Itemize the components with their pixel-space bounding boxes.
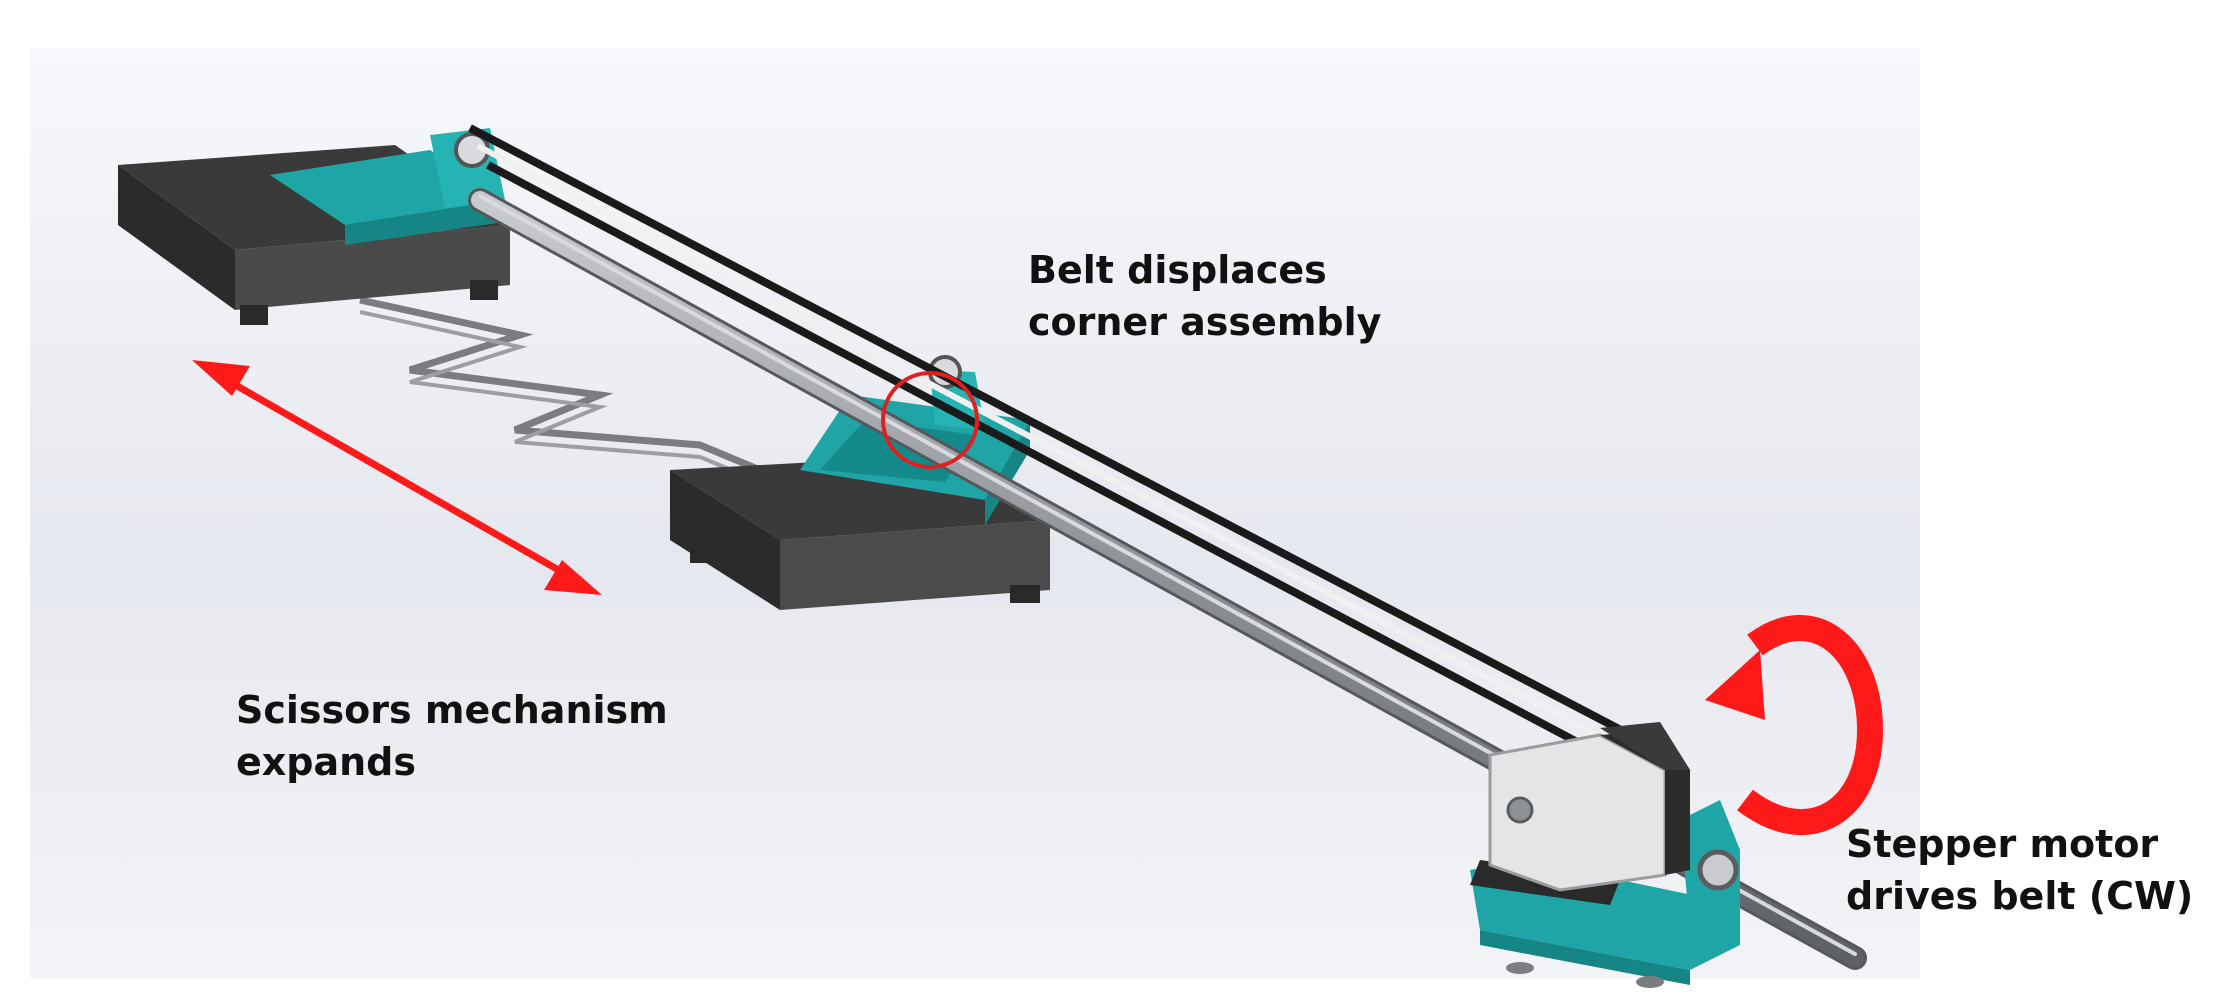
scissors-annotation-line1: Scissors mechanism — [236, 688, 668, 732]
scissors-annotation-line2: expands — [236, 740, 416, 784]
belt-annotation-line2: corner assembly — [1028, 300, 1382, 344]
drive-belt — [468, 124, 1642, 774]
stepper-annotation: Stepper motor drives belt (CW) — [1846, 818, 2193, 922]
stepper-annotation-line2: drives belt (CW) — [1846, 874, 2194, 918]
clockwise-rotation-arrow-icon — [1705, 615, 1884, 836]
stepper-annotation-line1: Stepper motor — [1846, 822, 2159, 866]
near-platform — [670, 455, 1050, 610]
scissors-mechanism — [359, 296, 762, 484]
belt-annotation: Belt displaces corner assembly — [1028, 244, 1381, 348]
circle-highlight-icon — [881, 371, 979, 469]
belt-annotation-line1: Belt displaces — [1028, 248, 1327, 292]
double-headed-arrow-icon — [192, 360, 602, 595]
scissors-annotation: Scissors mechanism expands — [236, 684, 668, 788]
stepper-motor-assembly — [1470, 722, 1740, 988]
